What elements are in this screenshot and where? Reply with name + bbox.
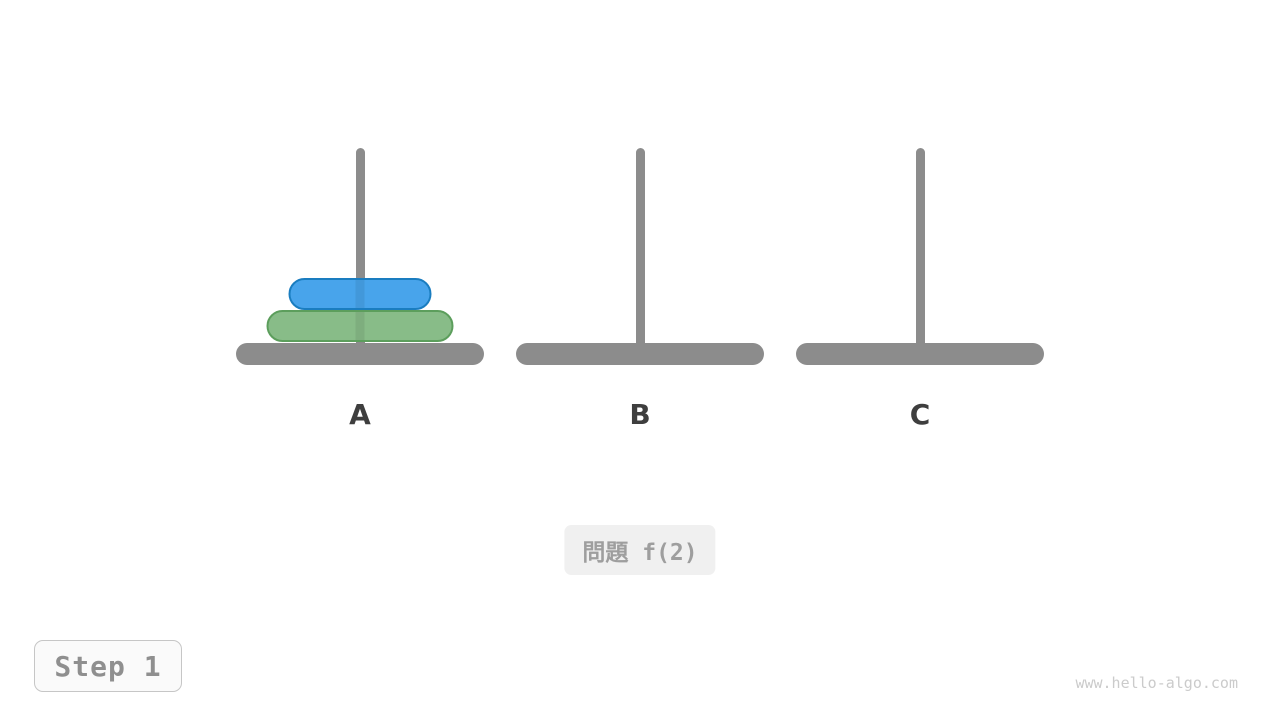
peg-c-label: C bbox=[909, 398, 931, 431]
pole-through-disk bbox=[355, 280, 365, 308]
peg-b: B bbox=[516, 148, 764, 438]
peg-c-pole bbox=[915, 148, 925, 356]
peg-a: A bbox=[236, 148, 484, 438]
step-badge: Step 1 bbox=[34, 640, 182, 692]
peg-b-pole bbox=[635, 148, 645, 356]
peg-b-label: B bbox=[629, 398, 651, 431]
pole-through-disk bbox=[355, 312, 365, 340]
peg-c-disk-stack bbox=[796, 148, 1044, 438]
disk-size-2 bbox=[266, 310, 454, 342]
peg-a-disk-stack bbox=[236, 148, 484, 438]
problem-badge: 問題 f(2) bbox=[564, 525, 716, 575]
peg-b-disk-stack bbox=[516, 148, 764, 438]
peg-c: C bbox=[796, 148, 1044, 438]
peg-a-pole bbox=[355, 148, 365, 356]
watermark: www.hello-algo.com bbox=[1075, 674, 1238, 692]
peg-a-label: A bbox=[349, 398, 371, 431]
peg-c-base bbox=[796, 343, 1044, 365]
peg-a-base bbox=[236, 343, 484, 365]
disk-size-1 bbox=[288, 278, 432, 310]
peg-b-base bbox=[516, 343, 764, 365]
